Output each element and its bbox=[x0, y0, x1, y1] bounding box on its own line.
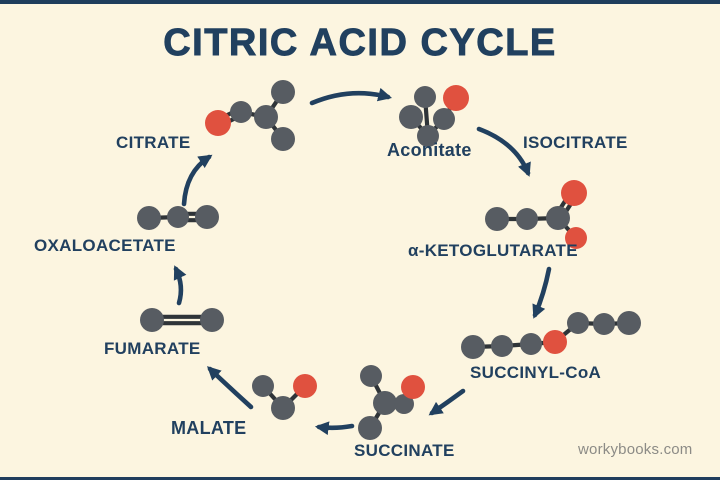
label-alpha-ketoglutarate: α-KETOGLUTARATE bbox=[408, 241, 578, 260]
gray-atom-node bbox=[271, 127, 295, 151]
gray-atom-node bbox=[417, 125, 439, 147]
alpha-ketoglutarate-molecule bbox=[485, 180, 587, 249]
label-fumarate: FUMARATE bbox=[104, 339, 201, 358]
gray-atom-node bbox=[567, 312, 589, 334]
gray-atom-node bbox=[491, 335, 513, 357]
gray-atom-node bbox=[167, 206, 189, 228]
red-atom-node bbox=[543, 330, 567, 354]
gray-atom-node bbox=[461, 335, 485, 359]
gray-atom-node bbox=[271, 80, 295, 104]
red-atom-node bbox=[293, 374, 317, 398]
watermark: workybooks.com bbox=[578, 441, 693, 458]
gray-atom-node bbox=[433, 108, 455, 130]
page-title: CITRIC ACID CYCLE bbox=[163, 22, 557, 65]
arrow-ketoglutarate-to-succinylcoa bbox=[532, 266, 552, 319]
citrate-molecule bbox=[205, 80, 295, 151]
top-border-strip bbox=[0, 0, 720, 4]
arrows-layer bbox=[173, 87, 552, 436]
red-atom-node bbox=[401, 375, 425, 399]
gray-atom-node bbox=[252, 375, 274, 397]
label-succinate: SUCCINATE bbox=[354, 441, 455, 460]
gray-atom-node bbox=[200, 308, 224, 332]
label-malate: MALATE bbox=[171, 418, 247, 438]
gray-atom-node bbox=[360, 365, 382, 387]
arrow-oxaloacetate-to-citrate bbox=[181, 154, 213, 207]
arrow-succinate-to-malate bbox=[314, 421, 355, 436]
red-atom-node bbox=[561, 180, 587, 206]
gray-atom-node bbox=[394, 394, 414, 414]
arrow-fumarate-to-oxaloacetate bbox=[173, 265, 187, 306]
gray-atom-node bbox=[140, 308, 164, 332]
gray-atom-node bbox=[271, 396, 295, 420]
gray-atom-node bbox=[230, 101, 252, 123]
gray-atom-node bbox=[254, 105, 278, 129]
gray-atom-node bbox=[399, 105, 423, 129]
arrow-aconitate-to-isocitrate bbox=[476, 126, 531, 177]
gray-atom-node bbox=[358, 416, 382, 440]
malate-molecule bbox=[252, 374, 317, 420]
label-citrate: CITRATE bbox=[116, 133, 191, 152]
succinyl-coa-molecule bbox=[461, 311, 641, 359]
oxaloacetate-molecule bbox=[137, 205, 219, 230]
gray-atom-node bbox=[520, 333, 542, 355]
molecules-layer bbox=[137, 80, 641, 440]
fumarate-molecule bbox=[140, 308, 224, 332]
red-atom-node bbox=[565, 227, 587, 249]
label-succinyl-coa: SUCCINYL-CoA bbox=[470, 363, 602, 382]
bottom-border-strip bbox=[0, 477, 720, 480]
red-atom-node bbox=[443, 85, 469, 111]
arrow-succinylcoa-to-succinate bbox=[428, 388, 466, 416]
gray-atom-node bbox=[195, 205, 219, 229]
gray-atom-node bbox=[617, 311, 641, 335]
arrow-citrate-to-aconitate bbox=[309, 87, 393, 106]
gray-atom-node bbox=[414, 86, 436, 108]
gray-atom-node bbox=[516, 208, 538, 230]
gray-atom-node bbox=[373, 391, 397, 415]
gray-atom-node bbox=[593, 313, 615, 335]
label-aconitate: Aconitate bbox=[387, 140, 472, 160]
label-oxaloacetate: OXALOACETATE bbox=[34, 236, 176, 255]
gray-atom-node bbox=[546, 206, 570, 230]
aconitate-molecule bbox=[399, 85, 469, 147]
label-isocitrate: ISOCITRATE bbox=[523, 133, 628, 152]
gray-atom-node bbox=[485, 207, 509, 231]
arrow-malate-to-fumarate bbox=[206, 366, 254, 410]
succinate-molecule bbox=[358, 365, 425, 440]
gray-atom-node bbox=[137, 206, 161, 230]
red-atom-node bbox=[205, 110, 231, 136]
